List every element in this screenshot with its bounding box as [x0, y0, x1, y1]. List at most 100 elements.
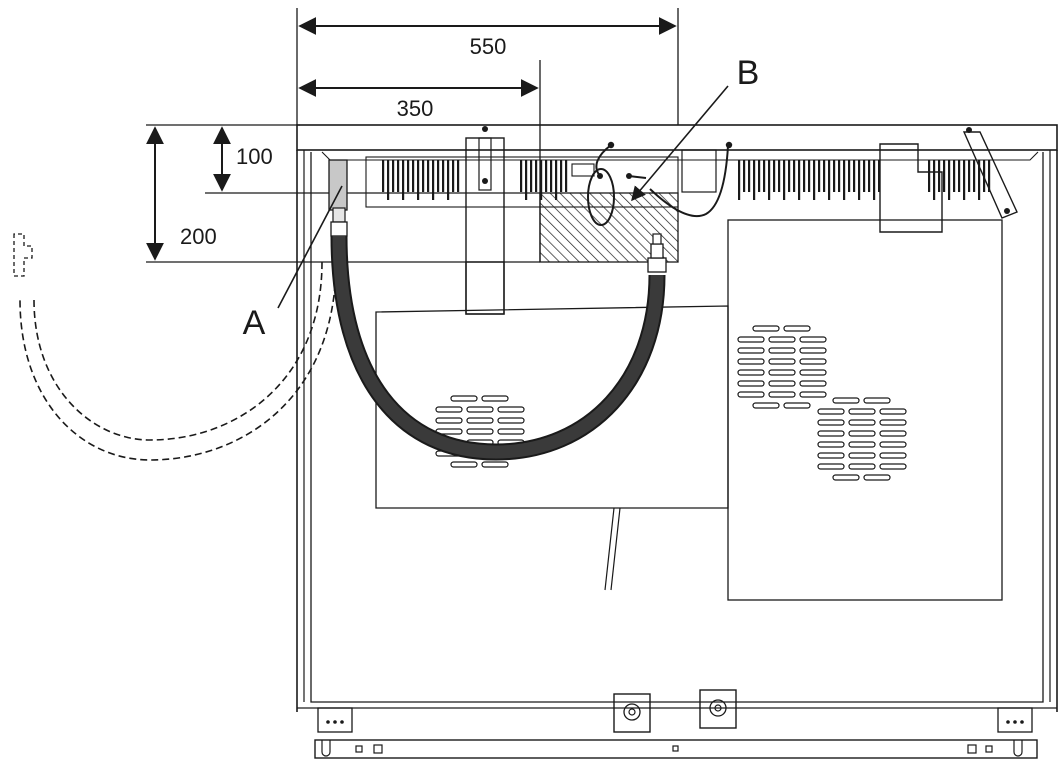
vent-slot: [938, 160, 941, 192]
vent-slot: [853, 160, 856, 192]
pipe-fitting-a: [328, 159, 348, 211]
panel-slot: [879, 463, 907, 470]
panel-slot: [848, 441, 876, 448]
vent-slot: [858, 160, 861, 200]
panel-slot: [799, 391, 827, 398]
vent-slot: [412, 160, 415, 192]
bottom-panels: [375, 219, 1003, 601]
vent-slot: [437, 160, 440, 192]
vent-slot: [848, 160, 851, 192]
dimension-200-label: 200: [180, 224, 217, 249]
vent-slot: [550, 160, 553, 192]
vent-slot: [417, 160, 420, 200]
vent-slot: [963, 160, 966, 200]
callout-label-a: A: [243, 304, 266, 342]
vent-slot: [873, 160, 876, 200]
panel-slot: [832, 474, 860, 481]
vent-slot: [387, 160, 390, 200]
panel-slot: [799, 380, 827, 387]
vent-slot: [833, 160, 836, 192]
panel-slot: [832, 397, 860, 404]
panel-slot: [768, 369, 796, 376]
panel-slot: [817, 419, 845, 426]
panel-slot: [799, 369, 827, 376]
vent-slot: [540, 160, 543, 200]
panel-slot: [817, 463, 845, 470]
vent-slot: [868, 160, 871, 192]
alternative-hose-route: [13, 233, 337, 461]
vent-slot: [958, 160, 961, 192]
panel-slot: [768, 391, 796, 398]
panel-slot: [879, 408, 907, 415]
vent-slot: [953, 160, 956, 192]
vent-slot: [933, 160, 936, 200]
vent-slot: [555, 160, 558, 200]
dimension-100-label: 100: [236, 144, 273, 169]
dimension-lines: [146, 8, 679, 263]
worktop-edge: [296, 124, 1058, 151]
vent-slot: [838, 160, 841, 192]
vent-slot: [382, 160, 385, 192]
panel-slot: [450, 461, 478, 468]
panel-slot: [752, 325, 780, 332]
panel-slot: [435, 406, 463, 413]
vent-slot: [748, 160, 751, 192]
vent-slot: [943, 160, 946, 192]
panel-slot: [768, 358, 796, 365]
panel-slot: [783, 325, 811, 332]
vent-slot: [928, 160, 931, 192]
panel-slot: [466, 428, 494, 435]
panel-slot: [848, 408, 876, 415]
panel-slot: [879, 441, 907, 448]
panel-slot: [799, 336, 827, 343]
panel-slot: [737, 369, 765, 376]
panel-slot: [879, 430, 907, 437]
vent-slot: [525, 160, 528, 200]
panel-slot: [799, 358, 827, 365]
vent-slot: [397, 160, 400, 192]
vent-slot: [392, 160, 395, 192]
vent-slot: [778, 160, 781, 192]
vent-slot: [798, 160, 801, 200]
vent-slot: [828, 160, 831, 200]
panel-slot: [466, 417, 494, 424]
vent-slot: [768, 160, 771, 200]
panel-slot: [817, 452, 845, 459]
panel-slot: [783, 402, 811, 409]
panel-slot: [737, 380, 765, 387]
dimension-550-label: 550: [470, 34, 507, 59]
panel-slot: [752, 402, 780, 409]
panel-slot: [737, 391, 765, 398]
vent-slot: [447, 160, 450, 200]
panel-slot: [879, 452, 907, 459]
vent-slot: [457, 160, 460, 192]
vent-slot: [545, 160, 548, 192]
vent-slot: [422, 160, 425, 192]
vent-slot: [427, 160, 430, 192]
vent-slot: [763, 160, 766, 192]
vent-slot: [773, 160, 776, 192]
panel-slot: [737, 358, 765, 365]
panel-slot: [848, 463, 876, 470]
panel-slot: [497, 428, 525, 435]
dimension-350-label: 350: [397, 96, 434, 121]
panel-slot: [817, 408, 845, 415]
panel-slot: [481, 461, 509, 468]
panel-slot: [863, 474, 891, 481]
panel-slot: [497, 417, 525, 424]
vent-slot: [743, 160, 746, 192]
vent-slot: [788, 160, 791, 192]
panel-slot: [817, 441, 845, 448]
panel-slot: [799, 347, 827, 354]
vent-slot: [432, 160, 435, 200]
vent-slot: [843, 160, 846, 200]
vent-slot: [808, 160, 811, 192]
appliance-feet: [314, 689, 1038, 759]
panel-slot: [481, 395, 509, 402]
panel-slot: [768, 336, 796, 343]
panel-slot: [737, 336, 765, 343]
appliance-body: [296, 124, 1058, 712]
vent-slot: [978, 160, 981, 200]
panel-slot: [879, 419, 907, 426]
